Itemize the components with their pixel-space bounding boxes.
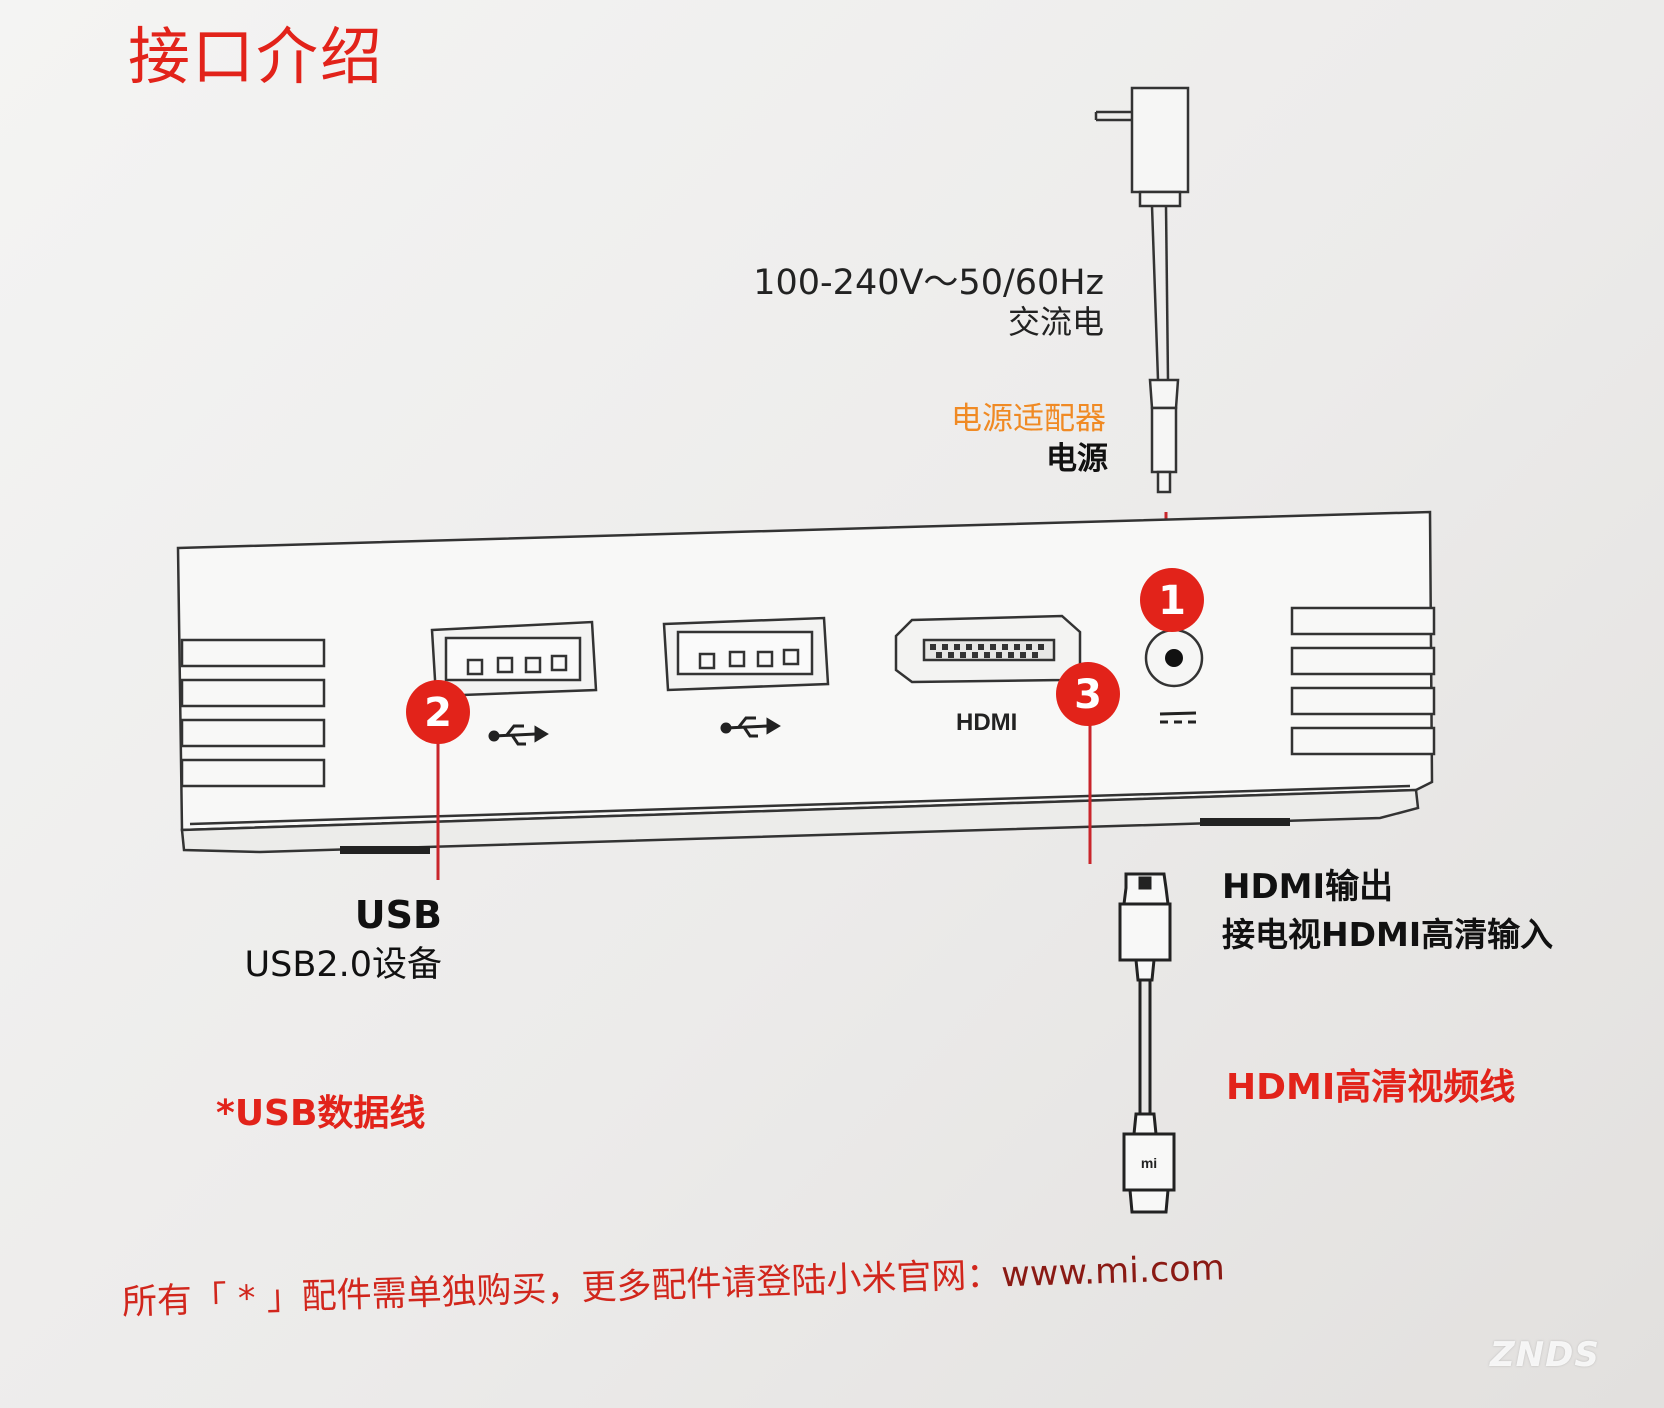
svg-text:3: 3 <box>1074 672 1102 718</box>
hdmi-cable-label: HDMI高清视频线 <box>1226 1067 1516 1108</box>
usb-symbol-icon <box>488 724 549 746</box>
hdmi-output-label: HDMI输出 <box>1222 867 1394 907</box>
hdmi-description: 接电视HDMI高清输入 <box>1222 915 1554 954</box>
website-link[interactable]: www.mi.com <box>1000 1248 1226 1296</box>
hdmi-plug-logo: mi <box>1141 1155 1157 1171</box>
dc-power-jack <box>1144 628 1204 688</box>
svg-text:1: 1 <box>1158 578 1186 624</box>
page-title: 接口介绍 <box>128 20 385 93</box>
usb-cable-label: *USB数据线 <box>216 1093 426 1134</box>
left-vent-slots <box>180 638 326 788</box>
right-vent-slots <box>1290 606 1436 756</box>
port-badge-1: 1 <box>1140 568 1204 632</box>
dc-power-symbol-icon <box>1159 711 1197 724</box>
power-adapter-label: 电源适配器 <box>951 401 1106 437</box>
power-current-type: 交流电 <box>1007 303 1104 341</box>
power-adapter-icon <box>1094 86 1190 494</box>
usb-symbol-icon <box>720 716 781 738</box>
watermark-logo: ZNDS <box>1490 1335 1600 1375</box>
power-voltage-spec: 100-240V～50/60Hz <box>753 263 1104 303</box>
hdmi-port <box>894 614 1082 684</box>
hdmi-pins <box>930 644 1044 658</box>
hdmi-port-label: HDMI <box>956 709 1017 736</box>
usb-port-2 <box>662 616 830 692</box>
port-badge-2: 2 <box>406 680 470 744</box>
usb-label: USB <box>354 893 442 937</box>
port-badge-3: 3 <box>1056 662 1120 726</box>
usb-port-1 <box>430 620 598 698</box>
hdmi-plug-icon <box>1118 872 1176 1214</box>
power-label: 电源 <box>1046 441 1108 477</box>
svg-text:2: 2 <box>424 690 452 736</box>
usb-description: USB2.0设备 <box>244 945 442 985</box>
